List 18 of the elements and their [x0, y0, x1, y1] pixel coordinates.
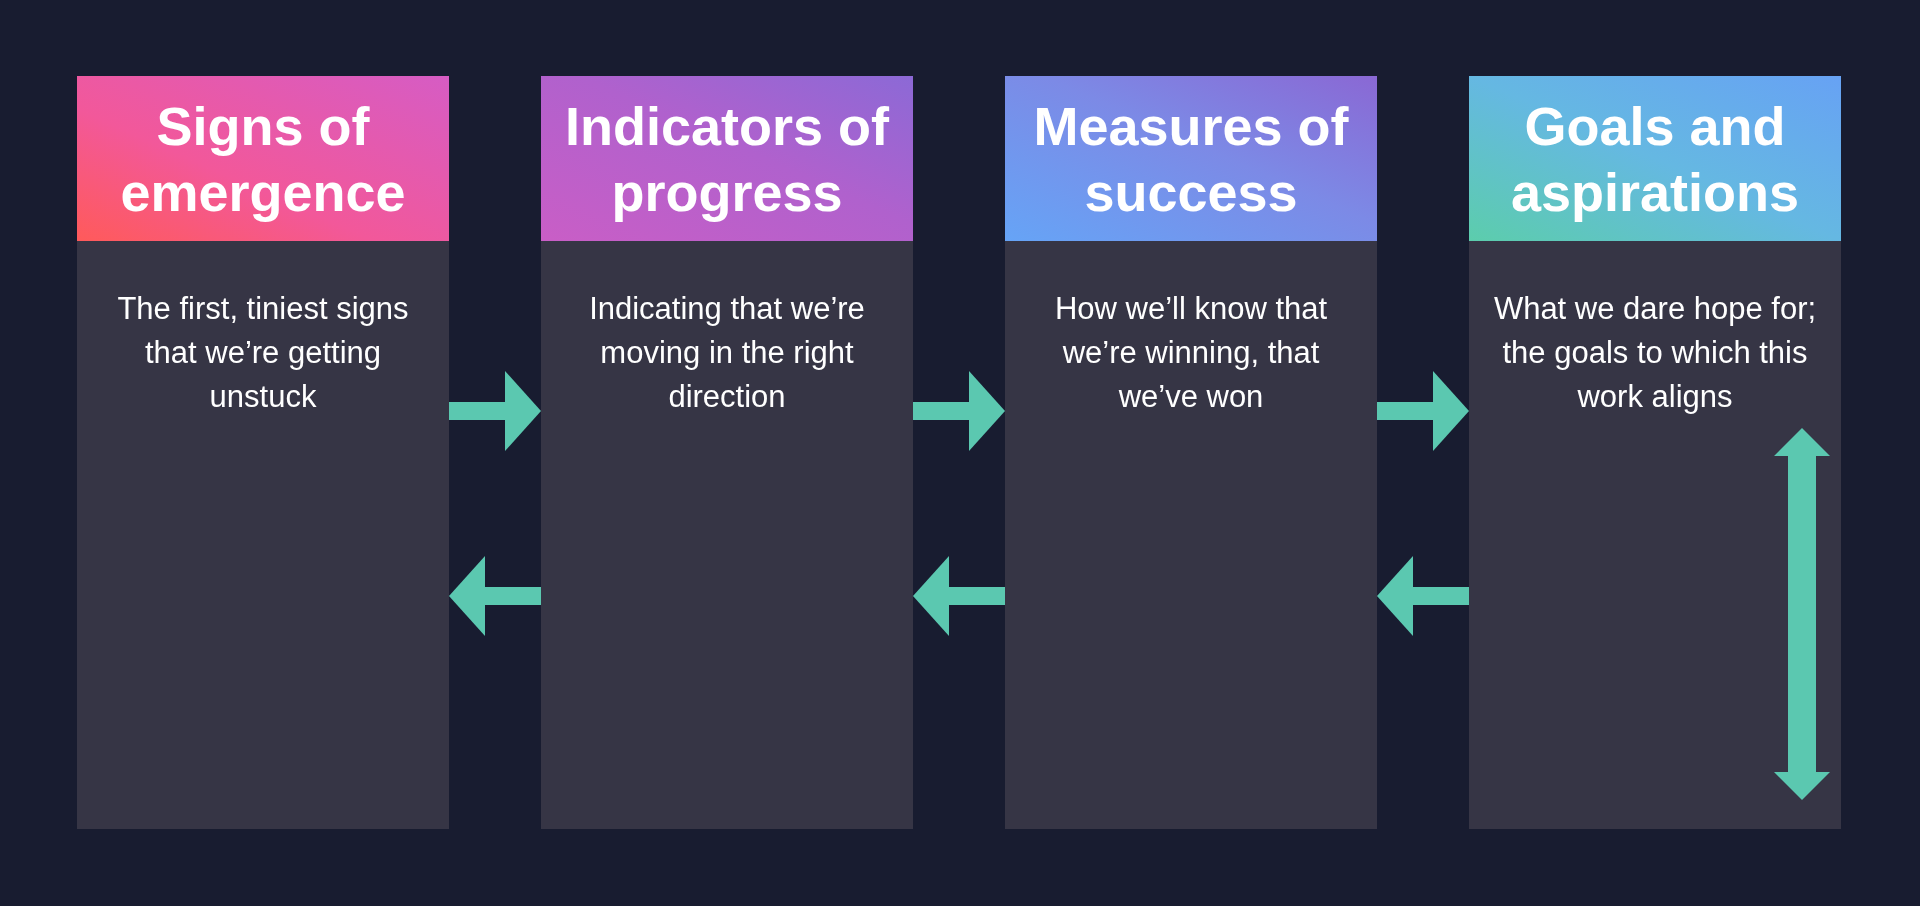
description-text: Indicating that we’re moving in the right direction — [588, 290, 866, 416]
stage-panel — [1005, 76, 1377, 829]
arrow — [449, 371, 541, 451]
column-heading: Measures of success — [1005, 76, 1377, 241]
arrow — [913, 371, 1005, 451]
arrow — [449, 556, 541, 636]
description-text: What we dare hope for; the goals to which this work aligns — [1492, 290, 1818, 416]
arrow — [1377, 556, 1469, 636]
column-heading: Indicators of progress — [541, 76, 913, 241]
stage-panel — [1469, 76, 1841, 829]
column-heading: Signs of emergence — [77, 76, 449, 241]
stage-panel — [541, 76, 913, 829]
description-text: How we’ll know that we’re winning, that we’ve won — [1053, 290, 1329, 416]
column-heading: Goals and aspirations — [1469, 76, 1841, 241]
description-text: The first, tiniest signs that we’re getting unstuck — [116, 290, 410, 416]
stage-panel — [77, 76, 449, 829]
arrow — [1377, 371, 1469, 451]
arrow — [913, 556, 1005, 636]
